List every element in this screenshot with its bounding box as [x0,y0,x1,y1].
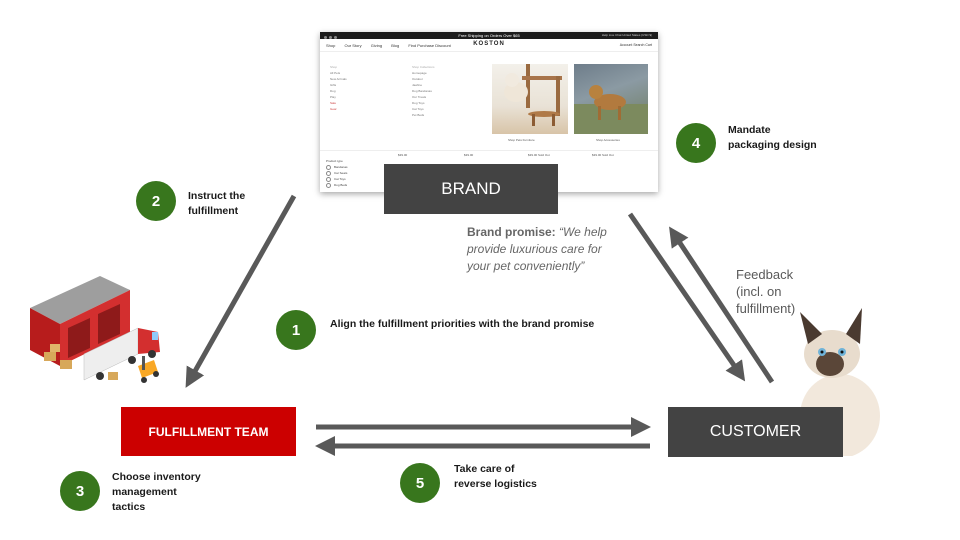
website-menu-col2: Shop Collections Homepage Outdoor Jawlin… [412,64,435,118]
promo-right-text: Help Live Chat United States (USD $) [601,33,652,37]
menu-item: Outdoor [412,77,423,81]
caption-accessories: Shop Accessories [596,138,620,142]
warehouse-truck-illustration [30,276,160,383]
filter-option: Bandanas [326,164,348,170]
step-2-label-line: Instruct the [188,190,246,202]
step-2-label-line: fulfillment [188,205,239,217]
step-3-badge: 3 [60,471,100,511]
step-3-label-line: management [112,486,177,498]
menu-item: Cat Toys [412,107,424,111]
nav-link: Blog [391,43,400,48]
filter-option: Cat Toys [326,176,348,182]
step-1-label: Align the fulfillment priorities with th… [330,318,595,330]
pet-accessories-photo [574,64,648,134]
website-price-row: $39.00 $39.00 $39.00 Sold Out $39.00 Sol… [320,150,658,157]
website-account-links: Account Search Cart [619,43,652,47]
menu-item: Gifts [330,83,337,87]
menu-item: Dog [330,89,336,93]
arrow-customer-feedback [669,226,775,384]
website-nav: Shop Our Story Giving Blog Find Purchase… [320,39,658,52]
step-3-label-line: tactics [112,501,146,513]
website-promo-bar: Free Shipping on Orders Over $65 Help Li… [320,32,658,39]
menu-header: Shop Collections [412,65,435,69]
step-5-badge: 5 [400,463,440,503]
menu-item: Gear [330,107,337,111]
menu-item: Play [330,95,336,99]
menu-item: Dog Toys [412,101,425,105]
nav-link: Shop [326,43,336,48]
menu-item: Homepage [412,71,427,75]
price: $39.00 [398,153,408,157]
brand-box: BRAND [384,164,558,214]
menu-item: New Arrivals [330,77,347,81]
menu-header: Shop [330,65,338,69]
filter-option: Car Seats [326,170,348,176]
step-4-badge: 4 [676,123,716,163]
price: $39.00 Sold Out [592,153,614,157]
step-5-label-line: reverse logistics [454,478,537,490]
step-5-label-line: Take care of [454,463,515,475]
filter-option: Dog Beds [326,182,348,188]
website-menu-col1: Shop All Pets New Arrivals Gifts Dog Pla… [330,64,347,112]
brand-website-screenshot: Free Shipping on Orders Over $65 Help Li… [320,32,658,192]
step-4-label-line: packaging design [728,139,817,151]
step-4-label-line: Mandate [728,124,771,136]
fulfillment-team-box: FULFILLMENT TEAM [121,407,296,456]
price: $39.00 [464,153,474,157]
brand-promise-quote-1: “We help [559,225,607,239]
arrow-brand-to-fulfillment [185,194,297,388]
nav-link: Giving [370,43,383,48]
menu-item: Sale [330,101,337,105]
step-3-label: Choose inventory management tactics [112,470,201,515]
customer-box: CUSTOMER [668,407,843,457]
brand-promise-label: Brand promise: [467,225,556,239]
social-icons [324,34,339,41]
website-filter: Product type Bandanas Car Seats Cat Toys… [326,158,348,188]
brand-promise-quote-2: provide luxurious care for [467,242,602,256]
promo-text: Free Shipping on Orders Over $65 [458,33,520,38]
nav-link: Find Purchase Discount [408,43,451,48]
filter-header: Product type [326,159,343,163]
step-2-badge: 2 [136,181,176,221]
menu-item: Pet Beds [412,113,425,117]
arrow-brand-to-customer [627,212,746,382]
brand-promise-text: Brand promise: “We help provide luxuriou… [467,224,667,275]
step-4-label: Mandate packaging design [728,123,817,153]
feedback-text: Feedback (incl. on fulfillment) [736,266,816,317]
menu-item: Jawline [412,83,423,87]
caption-furniture: Shop Pets Furniture [508,138,535,142]
menu-item: Our Treats [412,95,427,99]
step-1-badge: 1 [276,310,316,350]
feedback-line: (incl. on [736,284,782,299]
nav-link: Our Story [344,43,362,48]
pet-furniture-photo [492,64,568,134]
price: $39.00 Sold Out [528,153,550,157]
step-5-label: Take care of reverse logistics [454,462,537,492]
step-3-label-line: Choose inventory [112,471,201,483]
menu-item: Dog Bandanas [412,89,432,93]
website-logo: KOSTON [473,41,505,47]
brand-promise-quote-3: your pet conveniently” [467,259,585,273]
menu-item: All Pets [330,71,341,75]
feedback-line: fulfillment) [736,301,796,316]
feedback-line: Feedback [736,267,794,282]
step-2-label: Instruct the fulfillment [188,189,245,219]
